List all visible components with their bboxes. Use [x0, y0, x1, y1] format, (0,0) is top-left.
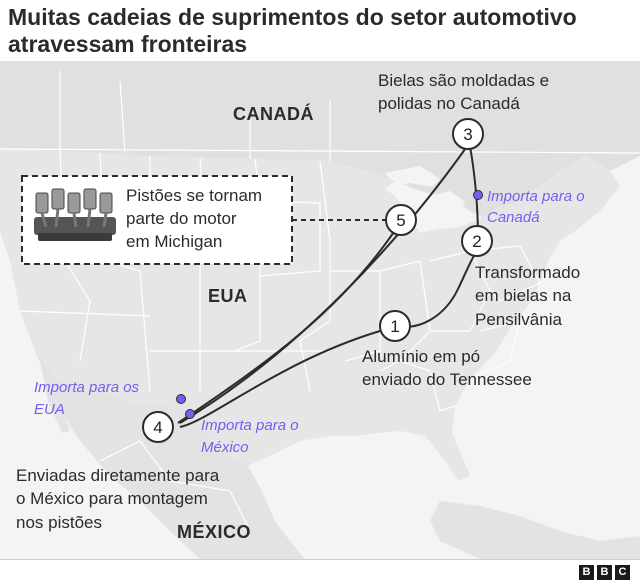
step-marker-2: 2 [461, 225, 493, 257]
country-label-usa: EUA [208, 286, 248, 306]
import-label-usa: Importa para os EUA [34, 379, 143, 418]
route-4-to-5 [177, 228, 397, 424]
step-marker-1: 1 [379, 310, 411, 342]
step-3-label: Bielas são moldadas e polidas no Canadá [378, 71, 554, 113]
import-label-mexico: Importa para o México [201, 417, 303, 456]
bbc-logo: B B C [579, 565, 630, 580]
bbc-logo-letter: B [579, 565, 594, 580]
gulf-of-mexico [248, 431, 445, 531]
bbc-logo-letter: B [597, 565, 612, 580]
map-title: Muitas cadeias de suprimentos do setor a… [8, 4, 577, 57]
import-label-canada: Importa para o Canadá [487, 188, 589, 226]
supply-chain-map: 1 2 3 4 5 CANADÁ EUA MÉXICO Bielas são m… [0, 61, 640, 559]
step-number-4: 4 [153, 418, 162, 437]
michigan-callout: Pistões se tornam parte do motor em Mich… [21, 175, 293, 265]
step-number-3: 3 [463, 125, 472, 144]
step-2-label: Transformado em bielas na Pensilvânia [475, 263, 585, 329]
step-marker-4: 4 [142, 411, 174, 443]
step-marker-3: 3 [452, 118, 484, 150]
great-lakes [385, 166, 478, 231]
import-marker-usa [176, 394, 186, 404]
footer-divider [0, 559, 640, 560]
canada-land [0, 61, 640, 221]
bbc-logo-letter: C [615, 565, 630, 580]
step-number-1: 1 [390, 317, 399, 336]
step-1-label: Alumínio em pó enviado do Tennessee [362, 347, 532, 389]
import-marker-canada [473, 190, 483, 200]
step-5-label: Pistões se tornam parte do motor em Mich… [126, 186, 267, 251]
caribbean [430, 501, 640, 559]
step-4-label: Enviadas diretamente para o México para … [16, 466, 224, 532]
country-label-canada: CANADÁ [233, 103, 314, 124]
pistons-icon [34, 188, 116, 241]
step-number-2: 2 [472, 232, 481, 251]
step-number-5: 5 [396, 211, 405, 230]
step-marker-5: 5 [385, 204, 417, 236]
route-1-to-2 [394, 248, 479, 328]
route-lines [177, 144, 479, 428]
country-label-mexico: MÉXICO [177, 521, 251, 542]
import-marker-mexico [185, 409, 195, 419]
route-return-to-mexico [179, 330, 381, 428]
